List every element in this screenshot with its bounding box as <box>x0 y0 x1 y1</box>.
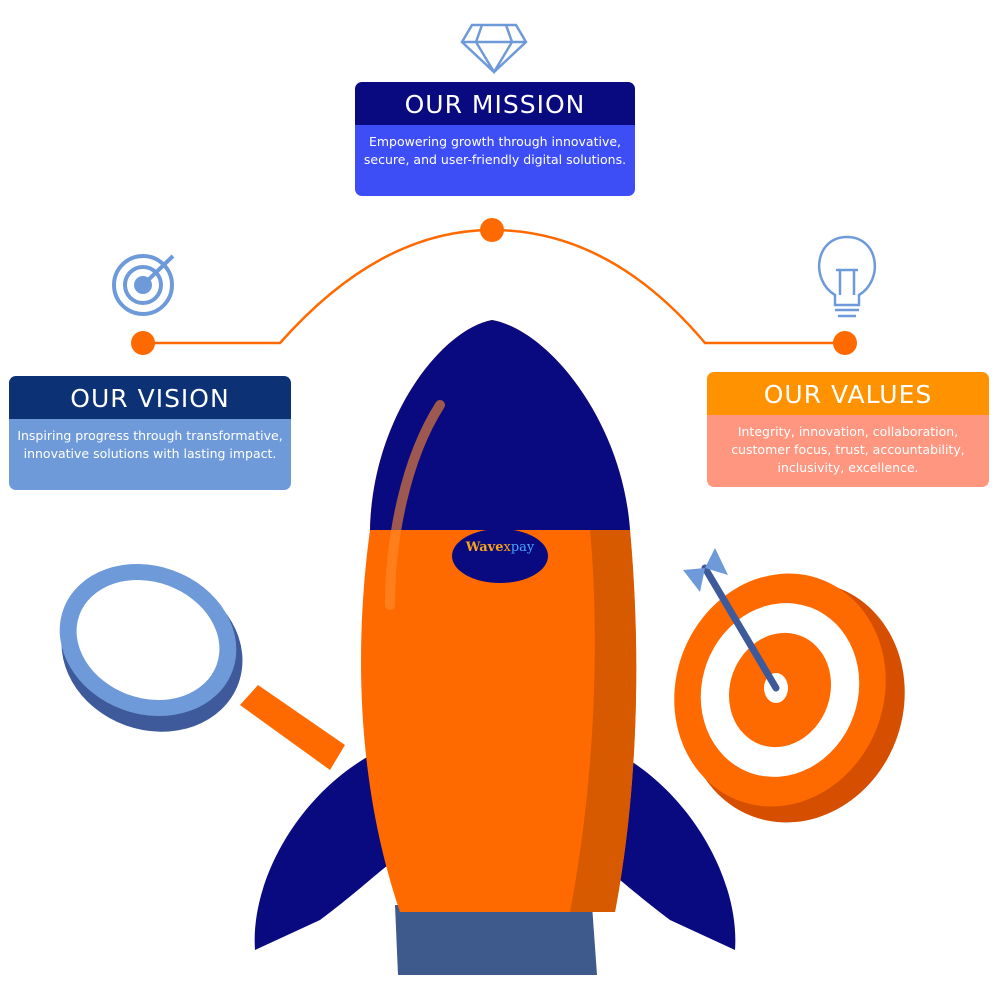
connector-dot-values <box>833 331 857 355</box>
connector-dot-vision <box>131 331 155 355</box>
rocket <box>254 320 736 975</box>
wavexpay-logo: Wavexpay <box>465 540 535 555</box>
logo-badge <box>452 529 548 583</box>
values-card: OUR VALUES Integrity, innovation, collab… <box>707 372 989 487</box>
mission-title: OUR MISSION <box>355 82 635 125</box>
mission-card: OUR MISSION Empowering growth through in… <box>355 82 635 196</box>
target-board <box>674 548 905 823</box>
vision-card: OUR VISION Inspiring progress through tr… <box>9 376 291 490</box>
magnifying-glass <box>59 563 345 770</box>
values-text: Integrity, innovation, collaboration, cu… <box>707 415 989 487</box>
lightbulb-icon <box>817 235 877 318</box>
diamond-icon <box>460 23 528 75</box>
values-title: OUR VALUES <box>707 372 989 415</box>
target-icon <box>112 254 175 316</box>
mission-text: Empowering growth through innovative, se… <box>355 125 635 196</box>
vision-text: Inspiring progress through transformativ… <box>9 419 291 490</box>
vision-title: OUR VISION <box>9 376 291 419</box>
connector-dot-mission <box>480 218 504 242</box>
